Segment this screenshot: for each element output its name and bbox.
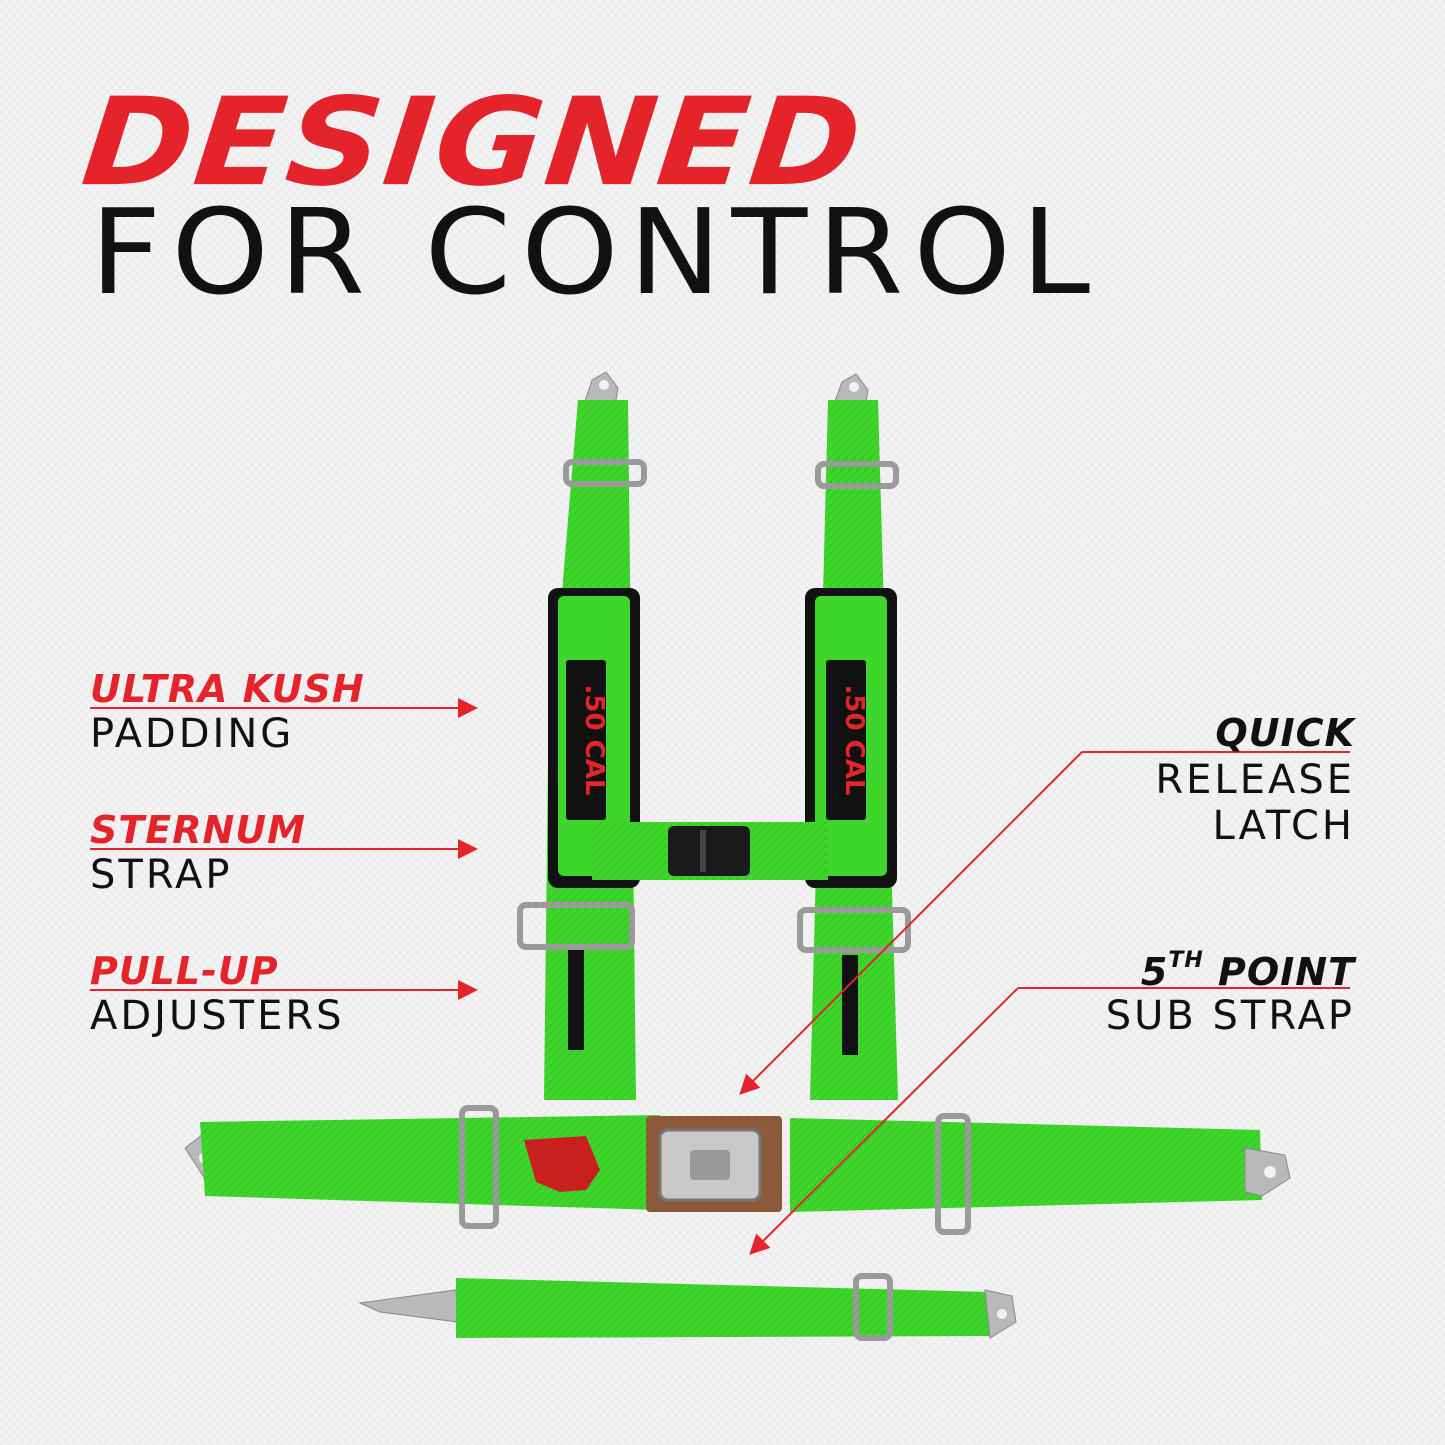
right-lap-adjuster	[935, 1113, 971, 1235]
callout-quick-sub-1: RELEASE	[1155, 757, 1355, 803]
callout-sternum-title: STERNUM	[90, 808, 306, 852]
callout-fifth-sub: SUB STRAP	[1105, 993, 1355, 1039]
left-anchor-hole	[599, 380, 609, 390]
callout-quick-sub-2: LATCH	[1212, 803, 1355, 849]
left-pullup-adjuster	[517, 902, 635, 950]
fifth-point-sub-strap	[358, 1273, 1017, 1341]
left-tag	[568, 950, 584, 1050]
right-pad-logo: .50 CAL	[839, 685, 869, 796]
right-pullup-adjuster	[797, 907, 911, 953]
left-pad-logo: .50 CAL	[579, 685, 609, 796]
left-upper-buckle	[563, 459, 647, 487]
callout-sternum-sub: STRAP	[90, 852, 233, 898]
left-shoulder-strap: .50 CAL	[517, 371, 647, 1100]
left-lap-adjuster	[459, 1105, 499, 1229]
callout-fifth-number: 5	[1140, 950, 1169, 994]
callout-padding-title: ULTRA KUSH	[90, 667, 365, 711]
callout-lines	[90, 698, 1350, 1255]
quick-release-pointer	[739, 751, 1083, 1095]
lap-belt	[184, 1105, 1291, 1235]
callout-fifth-word: POINT	[1203, 950, 1355, 994]
right-pad-logo-box	[826, 660, 866, 820]
headline-line-2: FOR CONTROL	[90, 184, 1101, 322]
left-pad-logo-box	[566, 660, 606, 820]
sternum-strap	[592, 822, 828, 880]
sub-strap-adjuster	[853, 1273, 893, 1341]
right-upper-buckle	[815, 461, 899, 489]
fifth-point-pointer	[749, 987, 1019, 1255]
callout-pullup-sub: ADJUSTERS	[90, 993, 345, 1039]
sternum-buckle	[668, 826, 750, 876]
right-tag	[842, 955, 858, 1055]
right-shoulder-strap: .50 CAL	[797, 373, 911, 1100]
red-release-pull	[524, 1136, 600, 1192]
callout-fifth-title: 5TH POINT	[1140, 948, 1355, 994]
callout-quick-title: QUICK	[1215, 711, 1355, 755]
callout-fifth-ordinal: TH	[1168, 948, 1204, 973]
sub-strap-tongue	[358, 1289, 459, 1323]
callout-padding-sub: PADDING	[90, 711, 295, 757]
callout-pullup-title: PULL-UP	[90, 949, 279, 993]
